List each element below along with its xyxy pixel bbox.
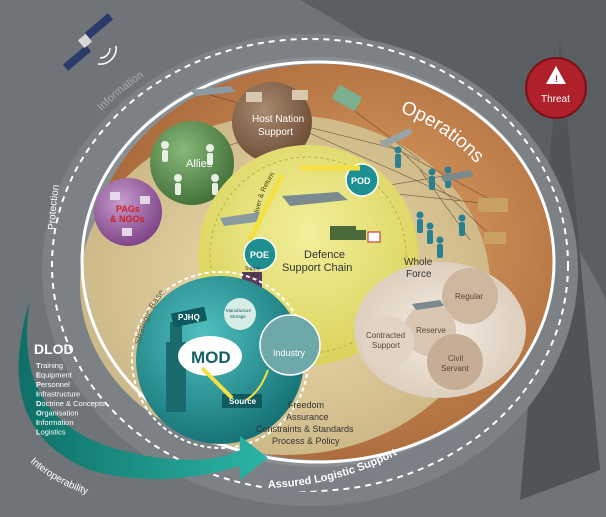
- host-nation-label-2: Support: [258, 127, 293, 138]
- pags-label: PAGs: [116, 204, 140, 214]
- dlod-item: Equipment: [36, 371, 73, 380]
- dlod-item-initial: D: [36, 399, 42, 408]
- dlod-item: Training: [36, 361, 63, 370]
- dlod-item-rest: nformation: [38, 418, 73, 427]
- supply-code-label-2: Code: [246, 273, 258, 279]
- industry-source-arrow: [245, 369, 269, 401]
- dlod-item-rest: raining: [41, 361, 64, 370]
- helicopter-icon: [440, 170, 474, 182]
- chain-label-2: Support Chain: [282, 262, 352, 274]
- dlod-item-rest: nfrastructure: [38, 390, 80, 399]
- mod-label: MOD: [191, 348, 231, 367]
- transport-aircraft-icon: [282, 192, 348, 206]
- pjhq-label: PJHQ: [178, 313, 200, 322]
- dlod-item: Information: [36, 418, 74, 427]
- industry-circle: [259, 314, 321, 376]
- operations-outline: [80, 60, 556, 464]
- manufacture-storage-circle: [224, 298, 256, 330]
- dlod-item-rest: quipment: [41, 371, 73, 380]
- ship-icon: [220, 212, 260, 226]
- warning-exclamation: !: [555, 74, 558, 84]
- dlod-item-rest: octrine & Concepts: [41, 399, 105, 408]
- contracted-label: Contracted: [366, 331, 405, 340]
- reserve-label: Reserve: [416, 326, 446, 335]
- whole-force-label-2: Force: [406, 269, 432, 280]
- servant-label: Servant: [441, 364, 469, 373]
- pjhq-box: [170, 306, 208, 328]
- process-label: Process & Policy: [272, 436, 340, 446]
- aircraft-icon: [190, 86, 236, 96]
- whole-force-aircraft-icon: [412, 300, 444, 310]
- freedom-label: Freedom: [288, 400, 324, 410]
- pod-label: POD: [351, 176, 371, 186]
- chain-label: Defence: [304, 249, 345, 261]
- host-nation-label: Host Nation: [252, 114, 304, 125]
- dlod-item: Logistics: [36, 428, 66, 437]
- dlod-item-initial: L: [36, 428, 41, 437]
- dlod-item: Personnel: [36, 380, 70, 389]
- warship-icon: [380, 128, 412, 148]
- host-nation-building: [246, 92, 262, 102]
- armoured-vehicle-icon: [478, 198, 508, 212]
- regular-circle: [442, 268, 498, 324]
- ambulance-icon: [367, 231, 381, 243]
- supply-code-label: Supply: [245, 266, 261, 272]
- allies-figures: [161, 141, 219, 195]
- dlod-item-initial: P: [36, 380, 41, 389]
- dlod-item: Infrastructure: [36, 390, 80, 399]
- ngos-label: & NGOs: [110, 214, 145, 224]
- poe-node: [243, 237, 277, 271]
- dlod-item-initial: E: [36, 371, 41, 380]
- assurance-label: Assurance: [286, 412, 329, 422]
- manufacture-label: Manufacture: [226, 308, 252, 313]
- constraints-label: Constraints & Standards: [256, 424, 354, 434]
- dlod-item: Doctrine & Concepts: [36, 399, 105, 408]
- contracted-label-2: Support: [372, 341, 401, 350]
- dlod-item-initial: I: [36, 418, 38, 427]
- protection-label: Protection: [47, 184, 62, 230]
- pags-tents: [110, 192, 150, 236]
- truck-cab-icon: [356, 230, 366, 240]
- mod-tower-top-icon: [170, 322, 182, 342]
- assured-logistic-support-band: [262, 430, 458, 492]
- threat-circle: [525, 57, 587, 119]
- protection-dashed-ring: [51, 38, 569, 492]
- dlod-item-initial: I: [36, 390, 38, 399]
- threat-label: Threat: [541, 94, 570, 105]
- satellite-icon: [62, 13, 117, 71]
- dlod-arrow: [18, 300, 268, 480]
- dlod-item-rest: rganisation: [42, 409, 79, 418]
- dlod-item: Organisation: [36, 409, 79, 418]
- satellite-dish-icon: [331, 84, 363, 112]
- warning-icon: [546, 66, 566, 84]
- host-nation-building: [292, 90, 308, 100]
- mod-badge: [178, 336, 242, 376]
- mod-source-arrow: [200, 366, 234, 400]
- dlod-item-rest: ogistics: [41, 428, 66, 437]
- pod-node: [345, 163, 379, 197]
- truck-icon: [330, 226, 356, 240]
- allies-label: Allies: [186, 158, 213, 170]
- civil-servant-circle: [427, 334, 483, 390]
- poe-label: POE: [250, 250, 269, 260]
- dlod-item-rest: ersonnel: [41, 380, 70, 389]
- storage-label: Storage: [230, 314, 246, 319]
- civil-label: Civil: [448, 354, 463, 363]
- armoured-vehicle-icon-2: [484, 232, 506, 244]
- regular-label: Regular: [455, 292, 483, 301]
- dlod-list: TrainingEquipmentPersonnelInfrastructure…: [36, 361, 105, 437]
- operations-personnel-figures: [394, 146, 466, 258]
- contracted-support-circle: [362, 316, 414, 368]
- industry-label: Industry: [273, 348, 306, 358]
- dlod-title: DLOD: [34, 341, 74, 357]
- source-label: Source: [229, 397, 257, 406]
- whole-force-label: Whole: [404, 257, 433, 268]
- defence-support-framework-ring: [209, 156, 407, 354]
- deliver-arrow: [247, 173, 285, 242]
- dlod-item-initial: O: [36, 409, 42, 418]
- dlod-item-initial: T: [36, 361, 41, 370]
